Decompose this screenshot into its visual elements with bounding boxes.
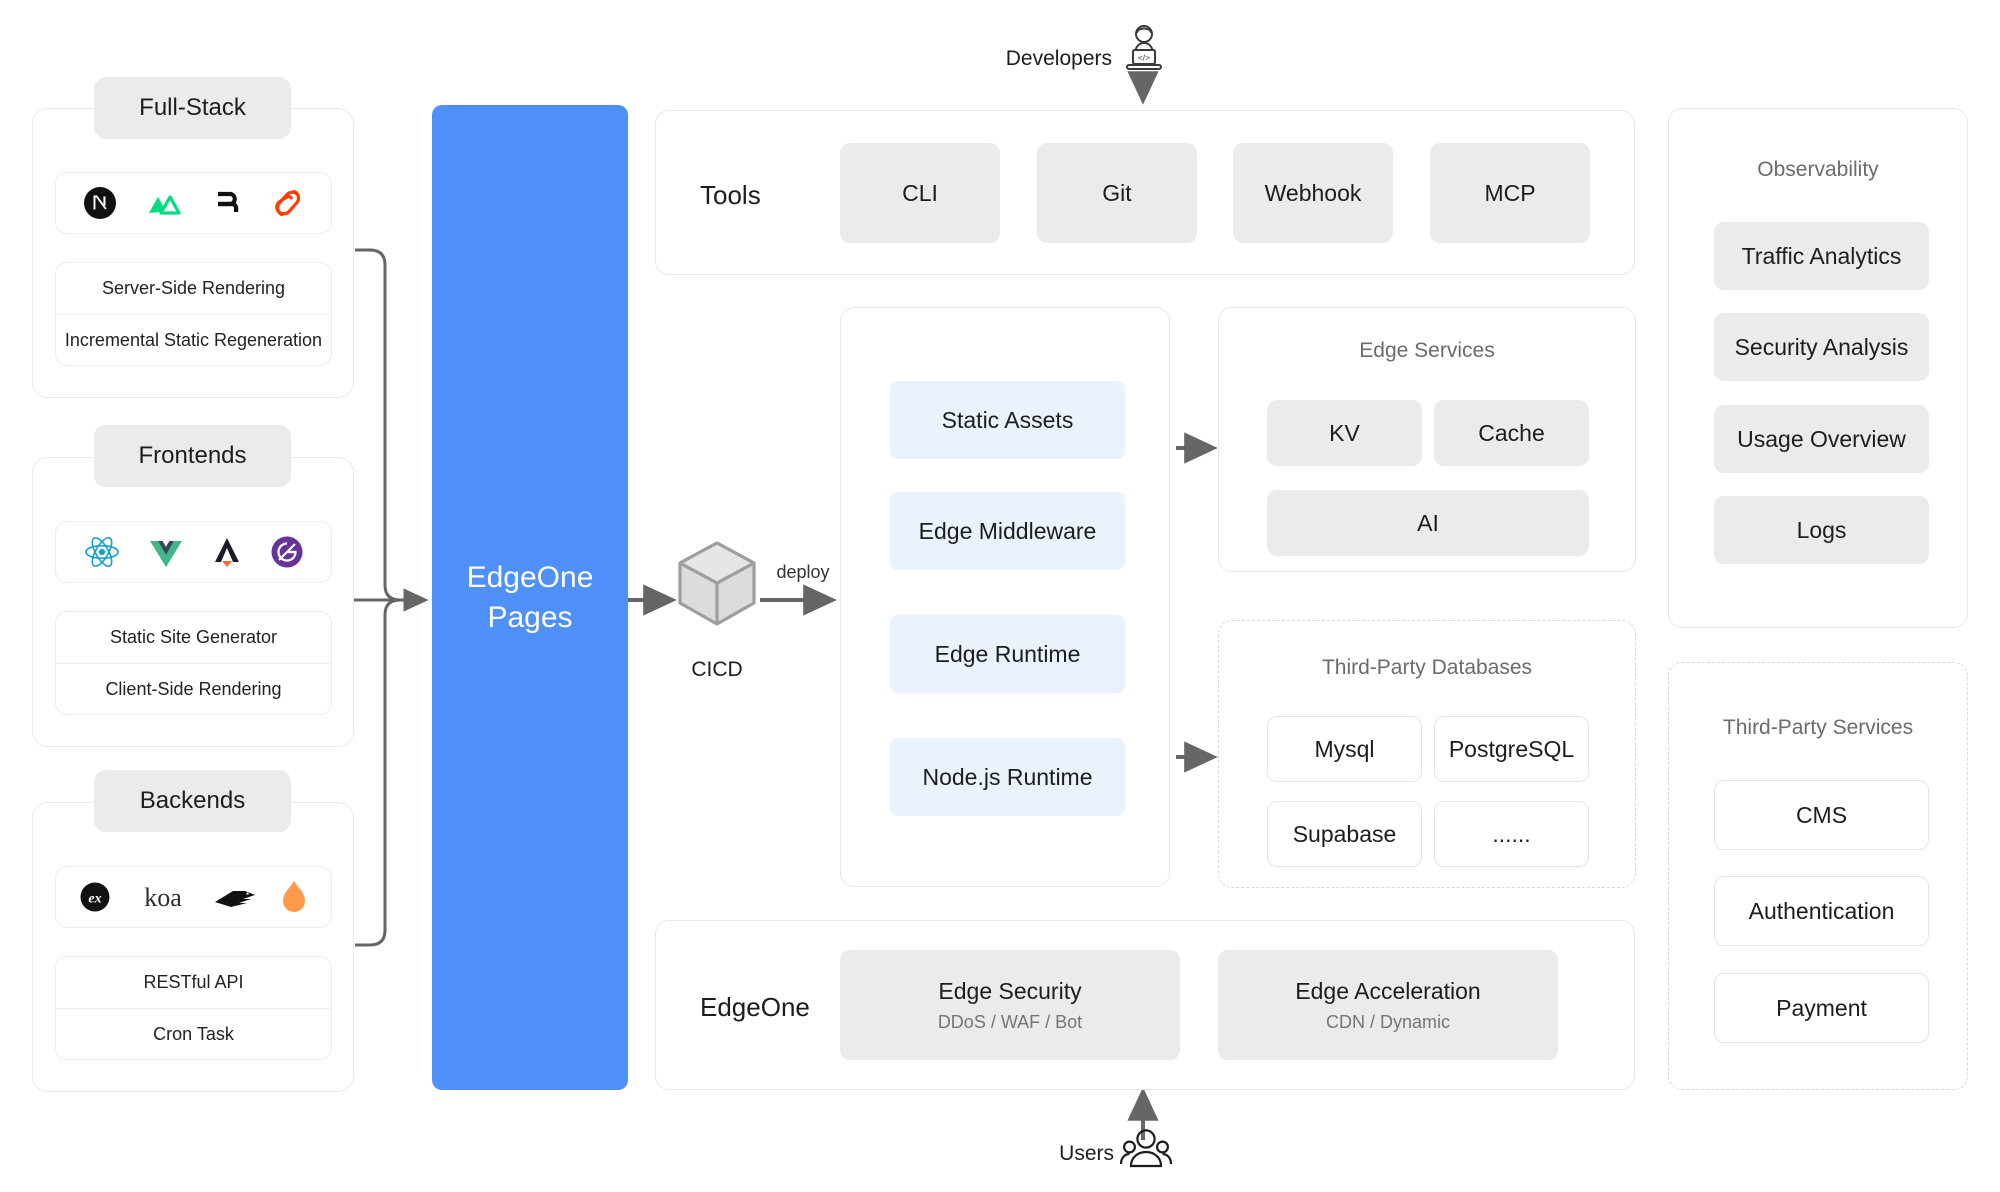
database-chip-mysql[interactable]: Mysql xyxy=(1267,716,1422,782)
backends-header-label: Backends xyxy=(139,787,246,814)
frontends-header-label: Frontends xyxy=(138,442,247,469)
gatsby-logo xyxy=(270,535,304,569)
edgeone-bar-label: EdgeOne xyxy=(700,992,810,1022)
vue-logo xyxy=(148,536,184,568)
third-party-services-title: Third-Party Services xyxy=(1722,716,1914,739)
nuxt-logo xyxy=(145,186,185,220)
svg-text:</>: </> xyxy=(1138,53,1150,63)
feature-item: Cron Task xyxy=(56,1008,331,1059)
tool-chip-git[interactable]: Git xyxy=(1037,143,1197,243)
express-logo: ex xyxy=(78,880,112,914)
full-stack-header-label: Full-Stack xyxy=(139,94,246,121)
cube-icon xyxy=(678,541,756,626)
developers-label: Developers xyxy=(1005,47,1112,70)
edge-services-title: Edge Services xyxy=(1359,339,1495,362)
edge-service-chip-kv[interactable]: KV xyxy=(1267,400,1422,466)
svg-text:ex: ex xyxy=(88,892,101,907)
feature-item: Server-Side Rendering xyxy=(101,278,286,298)
remix-logo xyxy=(212,187,244,219)
service-chip-authentication[interactable]: Authentication xyxy=(1714,876,1929,946)
full-stack-header[interactable]: Full-Stack xyxy=(94,77,291,139)
observability-chip-security-analysis[interactable]: Security Analysis xyxy=(1714,313,1929,381)
nextjs-logo xyxy=(83,186,117,220)
service-chip-cms[interactable]: CMS xyxy=(1714,780,1929,850)
tool-chip-webhook[interactable]: Webhook xyxy=(1233,143,1393,243)
edgeone-chip-edge-security[interactable]: Edge Security DDoS / WAF / Bot xyxy=(840,950,1180,1060)
edge-acceleration-sub: CDN / Dynamic xyxy=(1325,1011,1450,1032)
hono-logo xyxy=(279,879,309,915)
edgeone-pages-title-line2: Pages xyxy=(487,600,573,634)
runtime-chip-edge-middleware[interactable]: Edge Middleware xyxy=(890,492,1125,570)
observability-title: Observability xyxy=(1757,158,1879,181)
database-chip-more[interactable]: ...... xyxy=(1434,801,1589,867)
third-party-databases-title: Third-Party Databases xyxy=(1321,656,1533,679)
edgeone-chip-edge-acceleration[interactable]: Edge Acceleration CDN / Dynamic xyxy=(1218,950,1558,1060)
fastify-logo xyxy=(213,882,257,912)
feature-item: Client-Side Rendering xyxy=(56,663,331,714)
koa-logo: koa xyxy=(134,882,192,912)
cicd-label: CICD xyxy=(691,658,743,681)
cicd-node xyxy=(672,538,762,658)
database-chip-postgresql[interactable]: PostgreSQL xyxy=(1434,716,1589,782)
edgeone-pages-title-line1: EdgeOne xyxy=(466,560,594,594)
observability-chip-usage-overview[interactable]: Usage Overview xyxy=(1714,405,1929,473)
backends-header[interactable]: Backends xyxy=(94,770,291,832)
users-label: Users xyxy=(1059,1142,1114,1165)
edge-security-title: Edge Security xyxy=(938,977,1082,1004)
edge-security-sub: DDoS / WAF / Bot xyxy=(937,1011,1083,1032)
developer-laptop-icon: </> xyxy=(1117,22,1171,76)
service-chip-payment[interactable]: Payment xyxy=(1714,973,1929,1043)
observability-chip-logs[interactable]: Logs xyxy=(1714,496,1929,564)
database-chip-supabase[interactable]: Supabase xyxy=(1267,801,1422,867)
frontends-logo-row xyxy=(55,521,332,583)
svelte-logo xyxy=(272,186,304,220)
edgeone-pages-panel[interactable]: EdgeOne Pages xyxy=(432,105,628,1090)
runtime-chip-edge-runtime[interactable]: Edge Runtime xyxy=(890,615,1125,693)
tools-label: Tools xyxy=(700,180,761,210)
backends-logo-row: ex koa xyxy=(55,866,332,928)
feature-item: Incremental Static Regeneration xyxy=(56,314,331,365)
tool-chip-mcp[interactable]: MCP xyxy=(1430,143,1590,243)
observability-chip-traffic-analytics[interactable]: Traffic Analytics xyxy=(1714,222,1929,290)
frontends-feature-list: Static Site Generator Client-Side Render… xyxy=(55,611,332,715)
backends-feature-list: RESTful API Cron Task xyxy=(55,956,332,1060)
runtime-chip-nodejs-runtime[interactable]: Node.js Runtime xyxy=(890,738,1125,816)
frontends-header[interactable]: Frontends xyxy=(94,425,291,487)
runtime-chip-static-assets[interactable]: Static Assets xyxy=(890,381,1125,459)
tool-chip-cli[interactable]: CLI xyxy=(840,143,1000,243)
full-stack-feature-list: Server-Side Rendering Incremental Static… xyxy=(55,262,332,366)
deploy-label: deploy xyxy=(776,562,830,582)
edge-service-chip-ai[interactable]: AI xyxy=(1267,490,1589,556)
edge-service-chip-cache[interactable]: Cache xyxy=(1434,400,1589,466)
analog-logo xyxy=(211,535,243,569)
users-group-icon xyxy=(1119,1126,1173,1172)
feature-item: Static Site Generator xyxy=(109,627,278,647)
full-stack-logo-row xyxy=(55,172,332,234)
edge-acceleration-title: Edge Acceleration xyxy=(1295,977,1481,1004)
svg-text:koa: koa xyxy=(144,883,182,912)
feature-item: RESTful API xyxy=(143,972,244,992)
react-logo xyxy=(83,535,121,569)
